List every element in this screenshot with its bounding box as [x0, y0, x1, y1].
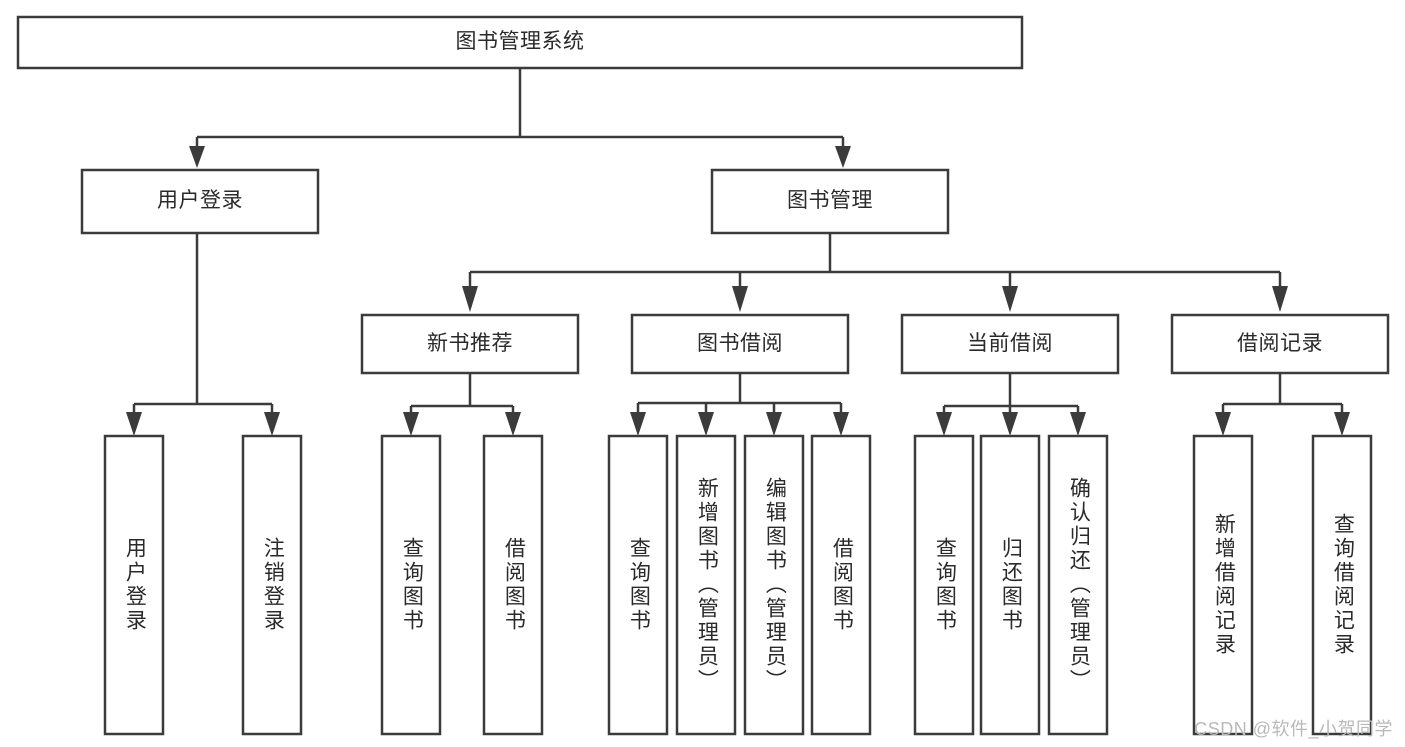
node-box-root[interactable]: [16, 15, 1024, 70]
connector-current-borrow-to-leaves: [936, 373, 1086, 436]
node-box-leaf-current-3[interactable]: [1047, 434, 1109, 736]
connector-book-manage-to-level3: [462, 233, 1288, 312]
node-box-leaf-current-1[interactable]: [913, 434, 975, 736]
node-box-leaf-borrow-4[interactable]: [810, 434, 872, 736]
node-box-leaf-record-2[interactable]: [1311, 434, 1373, 736]
node-box-leaf-borrow-1[interactable]: [607, 434, 669, 736]
node-box-book-manage[interactable]: [710, 168, 950, 235]
connector-root-to-level2: [189, 68, 851, 168]
node-box-leaf-record-1[interactable]: [1192, 434, 1254, 736]
node-box-current-borrow[interactable]: [900, 313, 1120, 375]
node-box-book-borrow[interactable]: [630, 313, 850, 375]
node-box-leaf-user-login-2[interactable]: [241, 434, 303, 736]
node-box-leaf-current-2[interactable]: [979, 434, 1041, 736]
node-box-leaf-borrow-2[interactable]: [675, 434, 737, 736]
node-box-user-login[interactable]: [80, 168, 320, 235]
node-box-leaf-new-book-2[interactable]: [482, 434, 544, 736]
node-box-leaf-user-login-1[interactable]: [103, 434, 165, 736]
node-box-leaf-borrow-3[interactable]: [743, 434, 805, 736]
connector-user-login-to-leaves: [126, 233, 280, 436]
connector-borrow-record-to-leaves: [1215, 373, 1350, 436]
connector-book-borrow-to-leaves: [630, 373, 849, 436]
node-box-leaf-new-book-1[interactable]: [380, 434, 442, 736]
node-box-borrow-record[interactable]: [1170, 313, 1390, 375]
connector-new-book-to-leaves: [403, 373, 521, 436]
node-box-new-book-rec[interactable]: [360, 313, 580, 375]
